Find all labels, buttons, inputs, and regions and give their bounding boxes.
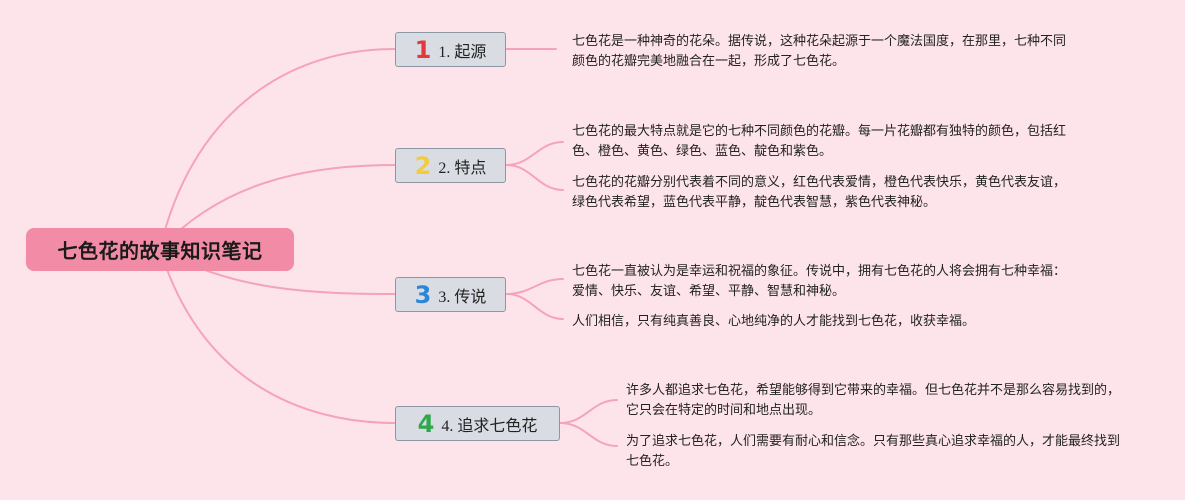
branch-legend[interactable]: 3 3. 传说 bbox=[395, 277, 506, 312]
connector-root-branch-1 bbox=[159, 48, 396, 250]
connector-branch-2-note-2 bbox=[505, 164, 564, 191]
branch-label: 3. 传说 bbox=[438, 288, 487, 306]
connector-branch-4-note-2 bbox=[559, 422, 618, 447]
number-4-icon: 4 bbox=[417, 409, 435, 438]
branch-origin[interactable]: 1 1. 起源 bbox=[395, 32, 506, 67]
root-topic-title: 七色花的故事知识笔记 bbox=[57, 239, 263, 263]
branch-label: 4. 追求七色花 bbox=[441, 417, 538, 435]
connector-branch-4-note-1 bbox=[559, 399, 618, 424]
branch-pursuit[interactable]: 4 4. 追求七色花 bbox=[395, 406, 560, 441]
root-topic[interactable]: 七色花的故事知识笔记 bbox=[26, 228, 294, 271]
note-features-1[interactable]: 七色花的最大特点就是它的七种不同颜色的花瓣。每一片花瓣都有独特的颜色，包括红色、… bbox=[572, 124, 1067, 159]
number-2-icon: 2 bbox=[414, 151, 432, 180]
note-features-2[interactable]: 七色花的花瓣分别代表着不同的意义，红色代表爱情，橙色代表快乐，黄色代表友谊，绿色… bbox=[572, 175, 1067, 210]
number-3-icon: 3 bbox=[414, 280, 432, 309]
connector-root-branch-2 bbox=[159, 164, 396, 250]
note-legend-1[interactable]: 七色花一直被认为是幸运和祝福的象征。传说中，拥有七色花的人将会拥有七种幸福：爱情… bbox=[572, 264, 1067, 299]
note-pursuit-2[interactable]: 为了追求七色花，人们需要有耐心和信念。只有那些真心追求幸福的人，才能最终找到七色… bbox=[626, 434, 1121, 469]
branch-label: 2. 特点 bbox=[438, 159, 487, 177]
connector-branch-2-note-1 bbox=[505, 141, 564, 166]
note-pursuit-1[interactable]: 许多人都追求七色花，希望能够得到它带来的幸福。但七色花并不是那么容易找到的，它只… bbox=[626, 383, 1121, 418]
connector-branch-3-note-1 bbox=[505, 278, 564, 295]
branch-label: 1. 起源 bbox=[438, 43, 487, 61]
note-legend-2[interactable]: 人们相信，只有纯真善良、心地纯净的人才能找到七色花，收获幸福。 bbox=[572, 314, 976, 329]
connector-branch-3-note-2 bbox=[505, 293, 564, 320]
connector-root-branch-4 bbox=[159, 248, 396, 424]
note-origin-1[interactable]: 七色花是一种神奇的花朵。据传说，这种花朵起源于一个魔法国度，在那里，七种不同颜色… bbox=[572, 34, 1067, 69]
branch-features[interactable]: 2 2. 特点 bbox=[395, 148, 506, 183]
number-1-icon: 1 bbox=[414, 35, 432, 64]
